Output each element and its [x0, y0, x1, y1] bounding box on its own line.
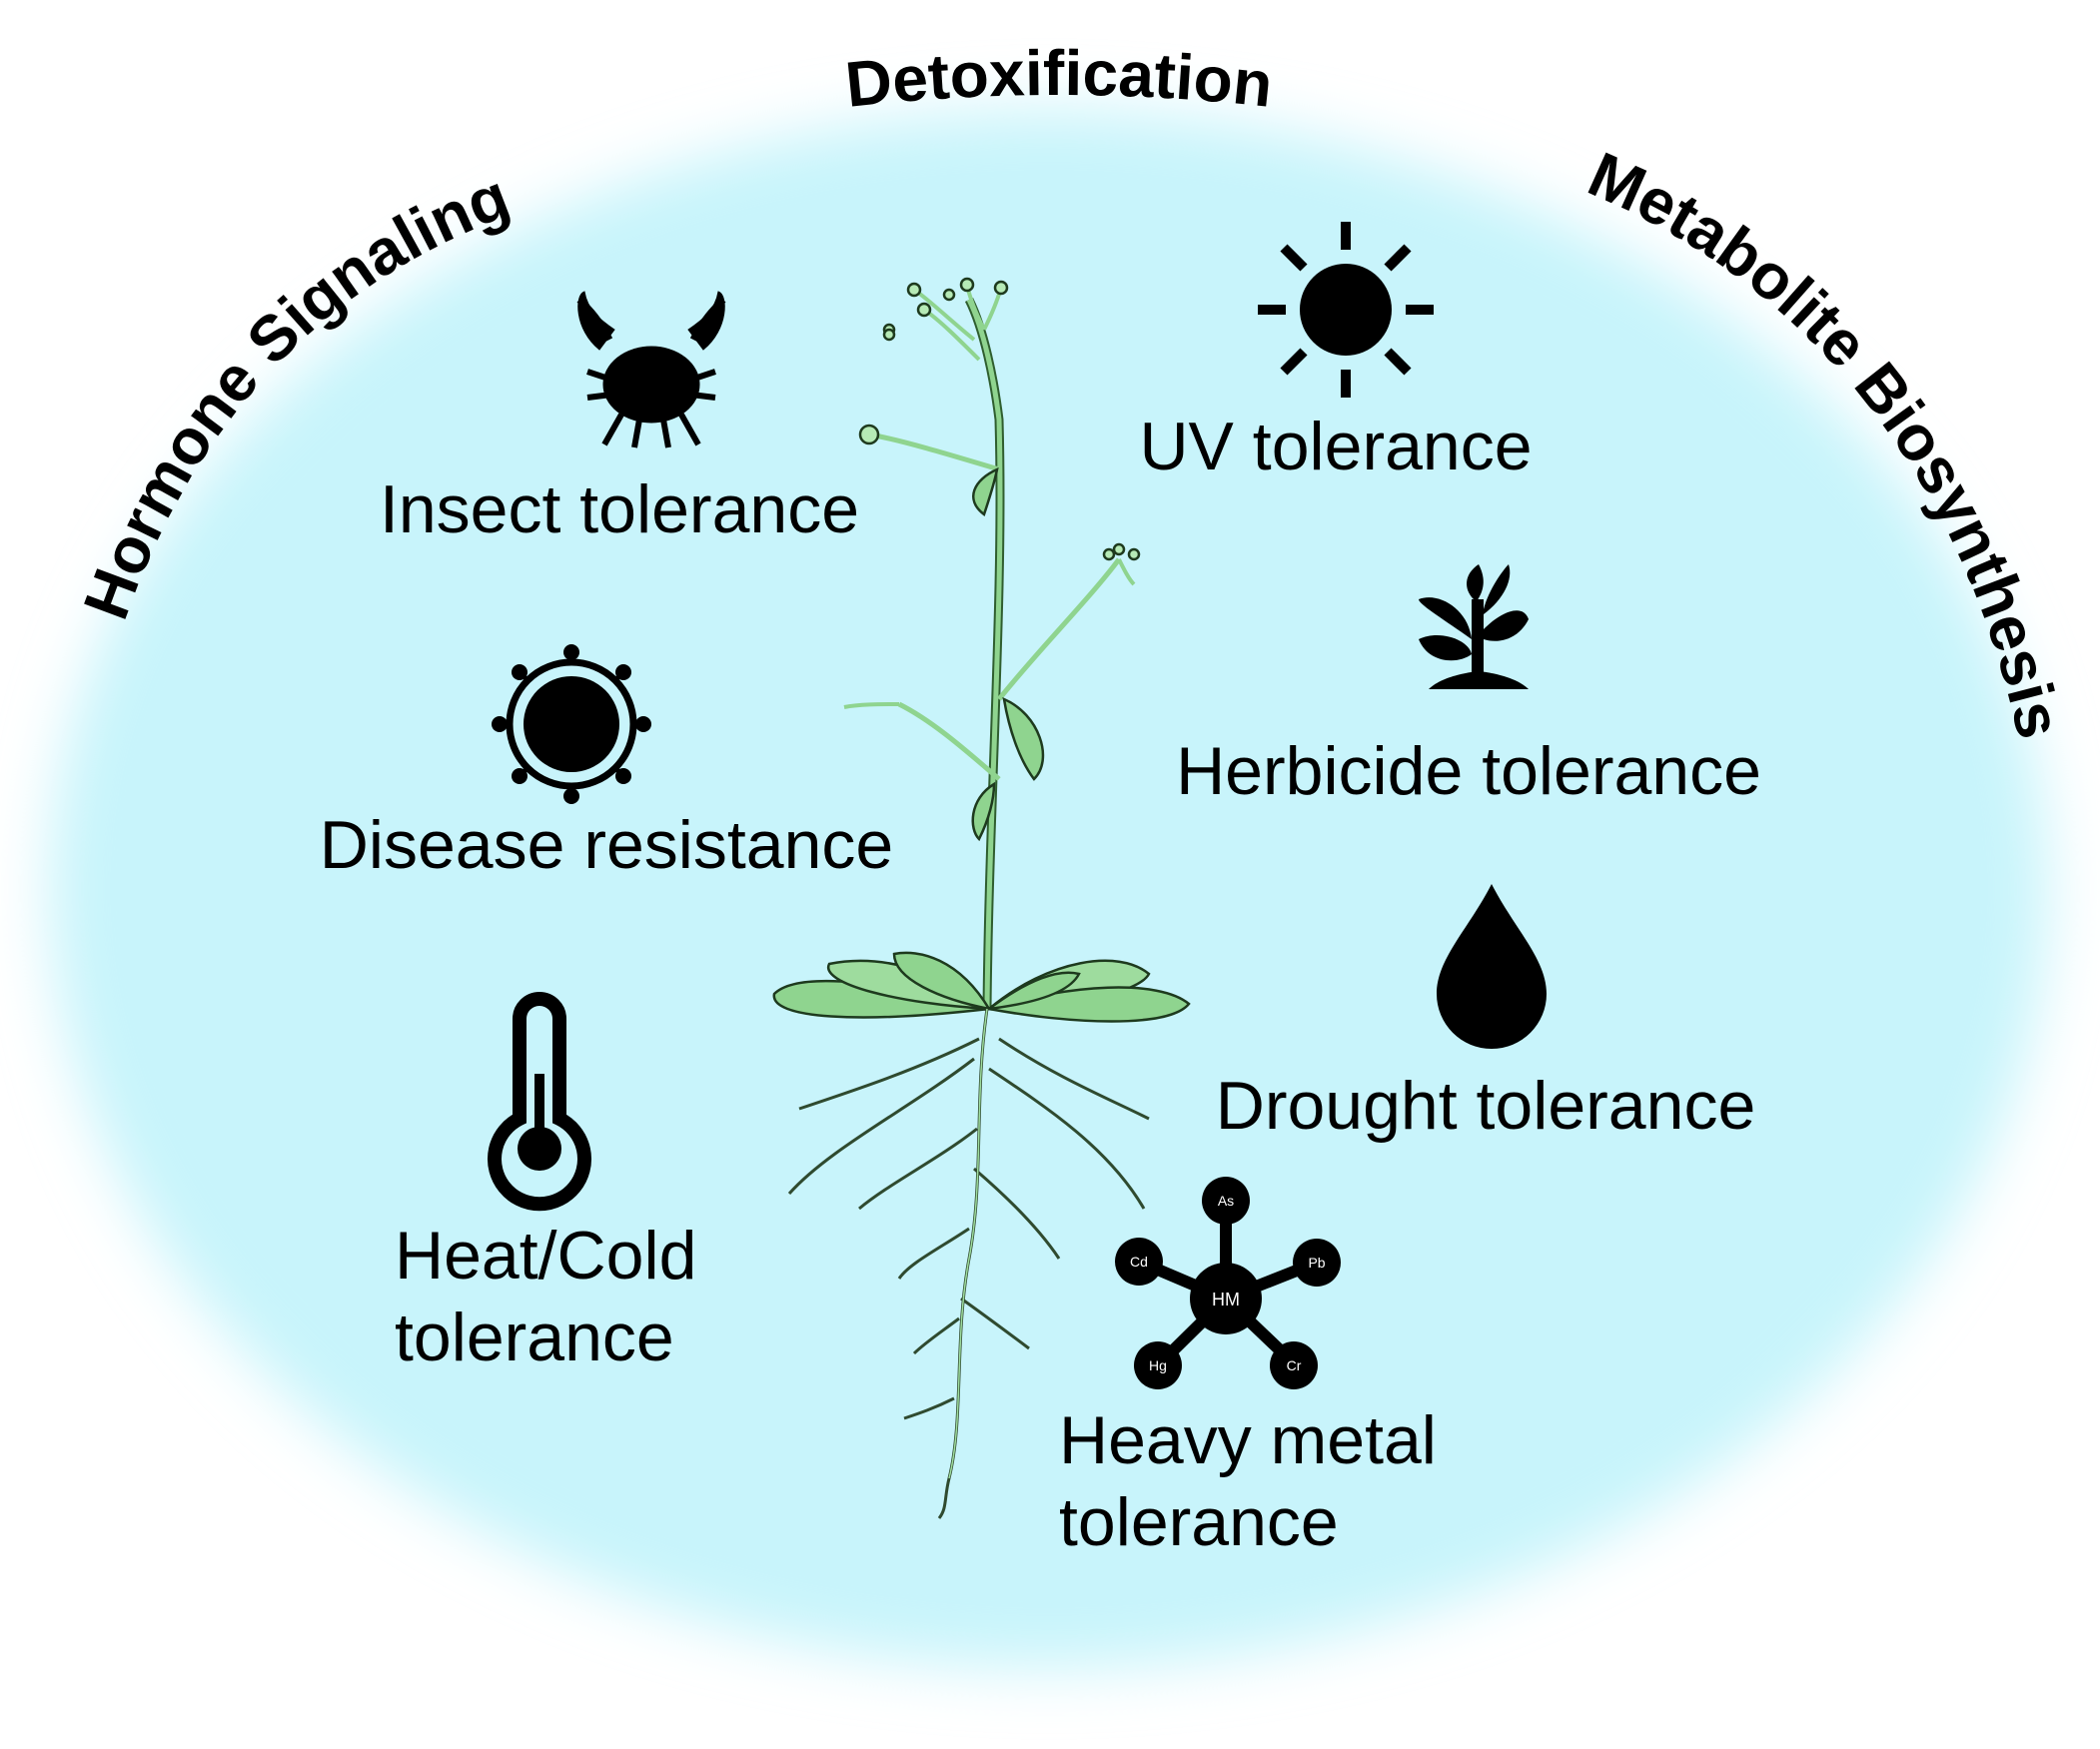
hm-element-as: As: [1218, 1193, 1234, 1209]
label-drought-tolerance: Drought tolerance: [1216, 1068, 1756, 1144]
heavy-metal-molecule-icon: HM As Pb Cr Hg Cd: [1115, 1177, 1341, 1389]
seedling-icon: [1419, 564, 1529, 689]
label-heat-cold-line1: Heat/Cold: [395, 1218, 696, 1294]
hm-element-cr: Cr: [1287, 1357, 1302, 1373]
hm-element-cd: Cd: [1130, 1254, 1148, 1270]
virus-icon: [492, 644, 651, 804]
water-drop-icon: [1437, 884, 1547, 1049]
arabidopsis-plant: [772, 277, 1191, 1519]
label-herbicide-tolerance: Herbicide tolerance: [1176, 733, 1761, 809]
label-heat-cold-line2: tolerance: [395, 1300, 674, 1375]
label-insect-tolerance: Insect tolerance: [380, 471, 859, 547]
hm-element-pb: Pb: [1308, 1255, 1325, 1271]
label-uv-tolerance: UV tolerance: [1139, 409, 1532, 484]
label-disease-resistance: Disease resistance: [320, 807, 893, 883]
label-heavy-metal-line2: tolerance: [1059, 1484, 1339, 1560]
sun-icon: [1258, 222, 1434, 398]
label-heavy-metal-line1: Heavy metal: [1059, 1402, 1437, 1478]
heading-detoxification: Detoxification: [842, 37, 1276, 121]
crab-icon: [576, 291, 726, 448]
background-glow: [50, 110, 2048, 1668]
hm-element-hg: Hg: [1149, 1357, 1167, 1373]
thermometer-icon: [488, 992, 591, 1212]
hm-center-label: HM: [1212, 1290, 1240, 1310]
